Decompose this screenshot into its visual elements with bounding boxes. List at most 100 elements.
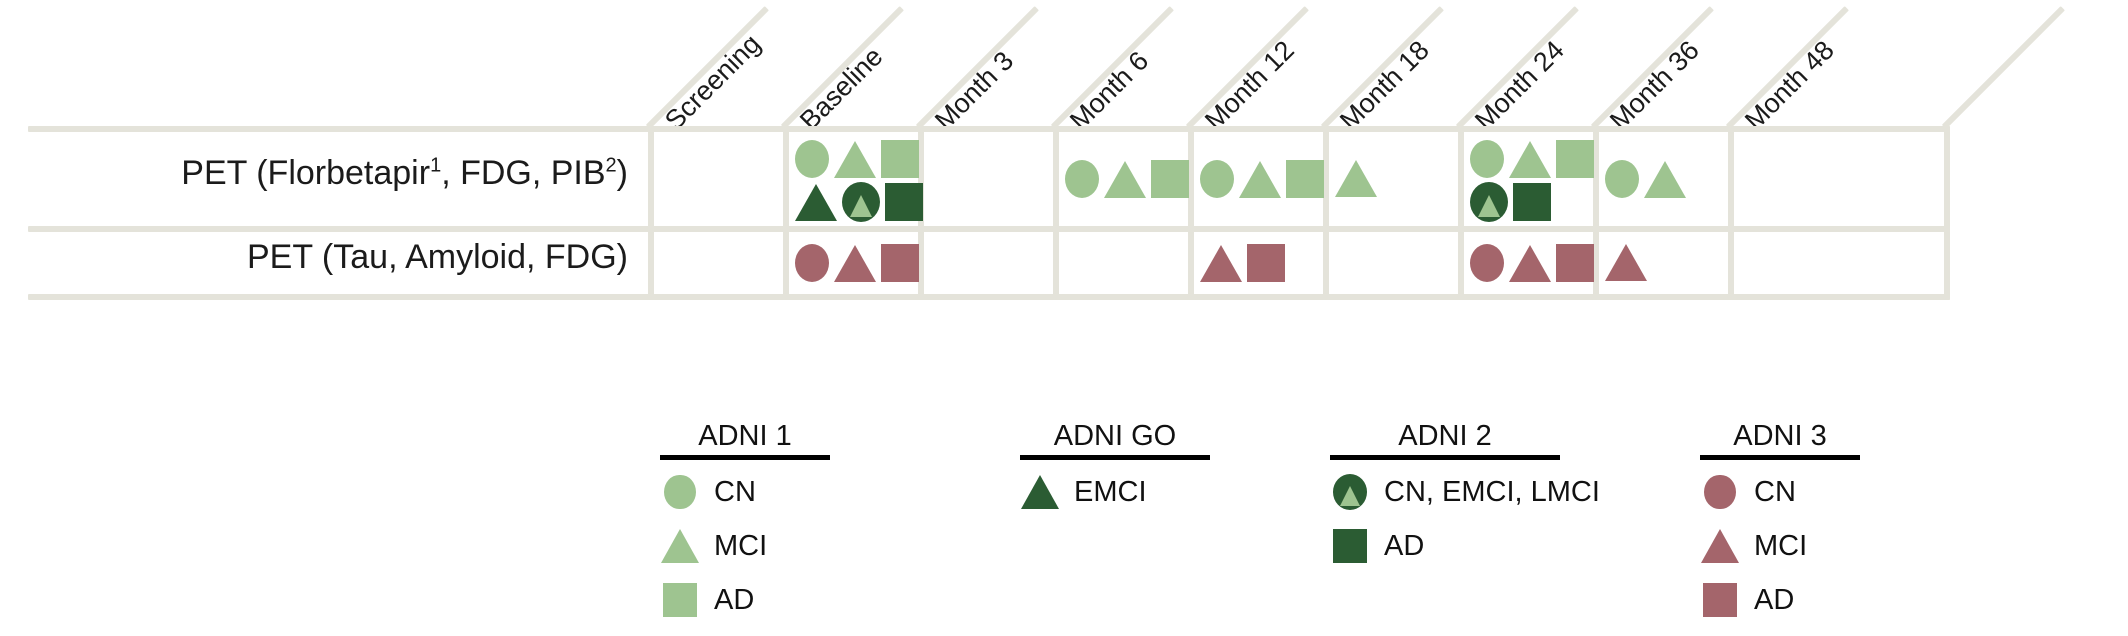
legend-marker [660,529,700,563]
column-header-month-3: Month 3 [929,45,1020,136]
grid-cell[interactable] [1194,132,1324,226]
grid-column-divider [648,126,654,300]
marker-group-primary [1200,160,1324,198]
legend-item-label: MCI [714,529,768,562]
grid-cell[interactable] [1599,232,1728,294]
column-header-screening: Screening [659,28,767,136]
square-marker-ad-dark [1332,528,1368,564]
legend-marker [660,582,700,618]
triangle-marker-mci-adni3 [834,244,876,282]
legend-marker [1700,529,1740,563]
grid-column-divider [1188,126,1194,300]
circle-triangle-marker-cn-emci-lmci [842,182,880,222]
legend-title: ADNI 2 [1330,420,1560,460]
header-diagonal-rule [1941,6,2065,130]
grid-cell[interactable] [924,232,1053,294]
legend-item: CN [660,470,830,514]
triangle-marker-emci [795,183,837,221]
circle-marker-cn [1200,160,1234,198]
marker-group-primary [1470,244,1594,282]
square-marker-ad-dark [1513,183,1551,221]
triangle-marker-mci [1335,160,1377,197]
grid-cell[interactable] [1464,132,1594,226]
grid-bottom-border [28,294,1950,300]
triangle-marker-mci [1644,160,1686,198]
marker-group-primary [795,140,919,178]
column-header-month-36: Month 36 [1604,34,1705,136]
circle-marker-cn [795,140,829,178]
marker-group-primary [795,244,919,282]
triangle-marker-mci-adni3 [1605,244,1647,281]
grid-cell[interactable] [654,132,783,226]
grid-cell[interactable] [789,132,923,226]
triangle-marker-mci-adni3 [1701,529,1739,563]
legend-group-adni-2: ADNI 2 CN, EMCI, LMCI AD [1330,420,1600,568]
legend-marker [1020,475,1060,509]
circle-marker-cn [1605,160,1639,198]
grid-cell[interactable] [789,232,919,294]
marker-group-primary [1065,160,1189,198]
grid-cell[interactable] [1194,232,1323,294]
grid-cell[interactable] [654,232,783,294]
legend-title: ADNI 1 [660,420,830,460]
square-marker-ad-adni3 [1702,582,1738,618]
legend-item: CN, EMCI, LMCI [1330,470,1600,514]
inner-triangle-icon [1339,485,1360,506]
legend-item-label: AD [1384,529,1425,562]
circle-marker-cn [1470,140,1504,178]
triangle-marker-mci-adni3 [1509,244,1551,282]
grid-cell[interactable] [1059,232,1188,294]
marker-group-primary [1605,160,1686,198]
legend-item-label: AD [714,583,755,616]
column-header-month-48: Month 48 [1739,34,1840,136]
legend-marker [1700,474,1740,510]
marker-group-secondary [795,182,923,222]
marker-group-primary [1335,160,1377,197]
grid-column-divider [1944,126,1950,300]
grid-column-divider [783,126,789,300]
triangle-marker-mci [834,140,876,178]
triangle-marker-mci [661,529,699,563]
grid-cell[interactable] [924,132,1053,226]
legend-item: AD [1700,578,1860,622]
grid-cell[interactable] [1734,132,1944,226]
legend-item-label: CN [1754,475,1796,508]
square-marker-ad-adni3 [1556,244,1594,282]
legend-item-label: AD [1754,583,1795,616]
triangle-marker-mci [1104,160,1146,198]
legend-title: ADNI 3 [1700,420,1860,460]
square-marker-ad-adni3 [881,244,919,282]
legend-marker [1700,582,1740,618]
grid-cell[interactable] [1599,132,1728,226]
legend-item: EMCI [1020,470,1210,514]
legend-item-label: EMCI [1074,475,1147,508]
grid-cell[interactable] [1464,232,1594,294]
triangle-marker-mci [1509,140,1551,178]
marker-group-secondary [1470,182,1551,222]
row-label-1: PET (Florbetapir1, FDG, PIB2) [181,154,628,192]
circle-marker-cn-adni3 [1470,244,1504,282]
marker-group-primary [1605,244,1647,281]
legend-marker [1330,528,1370,564]
grid-cell[interactable] [1329,132,1458,226]
marker-group-primary [1470,140,1594,178]
grid-cell[interactable] [1059,132,1189,226]
legend-item-label: CN, EMCI, LMCI [1384,475,1600,508]
circle-marker-cn-adni3 [795,244,829,282]
row-label-2: PET (Tau, Amyloid, FDG) [246,238,628,276]
square-marker-ad [1556,140,1594,178]
circle-marker-cn [1065,160,1099,198]
square-marker-ad [1151,160,1189,198]
grid-column-divider [1323,126,1329,300]
legend-group-adni-3: ADNI 3 CN MCI AD [1700,420,1860,622]
column-header-month-24: Month 24 [1469,34,1570,136]
column-header-month-6: Month 6 [1064,45,1155,136]
legend-item: CN [1700,470,1860,514]
legend-item-label: MCI [1754,529,1808,562]
grid-column-divider [1458,126,1464,300]
circle-triangle-marker-cn-emci-lmci [1332,473,1368,511]
grid-cell[interactable] [1734,232,1944,294]
grid-cell[interactable] [1329,232,1458,294]
